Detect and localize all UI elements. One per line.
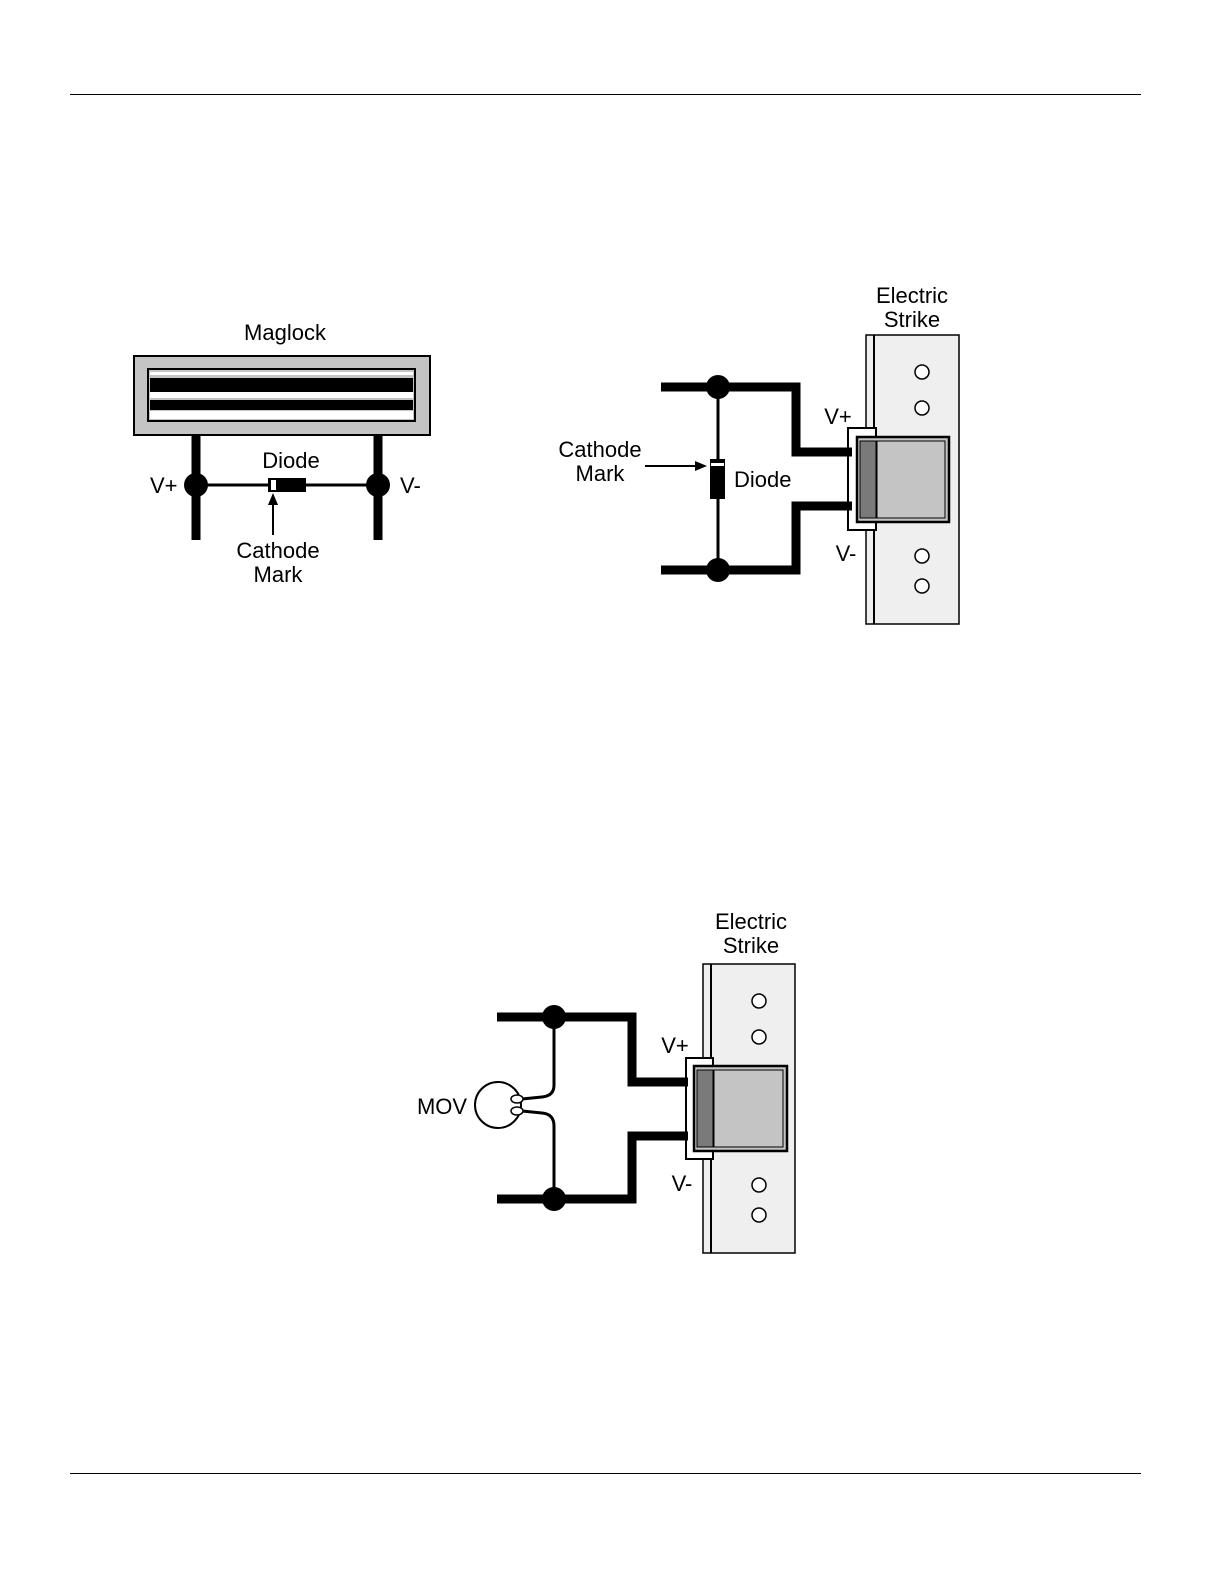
strike-diode-diagram: Electric Strike V+ V- Diod: [558, 283, 959, 624]
strike-diode-bottom-junction: [706, 558, 730, 582]
strike-diode-symbol: [710, 459, 725, 499]
strike-mov-diagram: Electric Strike: [417, 909, 795, 1253]
strike-mov-label: MOV: [417, 1094, 467, 1119]
strike-diode-vplus-label: V+: [824, 404, 852, 429]
strike-diode-solenoid: [848, 428, 949, 530]
maglock-cathode-arrow: [268, 493, 278, 535]
strike-diode-diode-label: Diode: [734, 467, 791, 492]
vplus-junction-dot: [184, 473, 208, 497]
maglock-vminus-label: V-: [400, 473, 421, 498]
strike-diode-cathode-arrow: [645, 461, 707, 471]
maglock-diode-symbol: [268, 478, 306, 492]
strike-diode-title-line1: Electric: [876, 283, 948, 308]
strike-mov-wires: [497, 1017, 688, 1199]
strike-mov-title-line2: Strike: [723, 933, 779, 958]
strike-diode-cathode-label-line2: Mark: [576, 461, 626, 486]
maglock-cathode-label-line1: Cathode: [236, 538, 319, 563]
maglock-title: Maglock: [244, 320, 327, 345]
maglock-diode-label: Diode: [262, 448, 319, 473]
strike-mov-vplus-label: V+: [661, 1033, 689, 1058]
strike-mov-vminus-label: V-: [672, 1171, 693, 1196]
strike-diode-vminus-label: V-: [836, 541, 857, 566]
maglock-vplus-label: V+: [150, 473, 178, 498]
strike-mov-leads: [522, 1017, 554, 1199]
strike-mov-top-junction: [542, 1005, 566, 1029]
strike-mov-title-line1: Electric: [715, 909, 787, 934]
strike-diode-top-junction: [706, 375, 730, 399]
strike-mov-varistor: [475, 1082, 523, 1128]
strike-diode-cathode-label-line1: Cathode: [558, 437, 641, 462]
strike-diode-title-line2: Strike: [884, 307, 940, 332]
maglock-body: [134, 356, 430, 435]
strike-mov-bottom-junction: [542, 1187, 566, 1211]
maglock-cathode-label-line2: Mark: [254, 562, 304, 587]
maglock-diagram: Maglock Diode V+ V- Cath: [134, 320, 430, 587]
strike-mov-solenoid: [686, 1058, 787, 1159]
vminus-junction-dot: [366, 473, 390, 497]
